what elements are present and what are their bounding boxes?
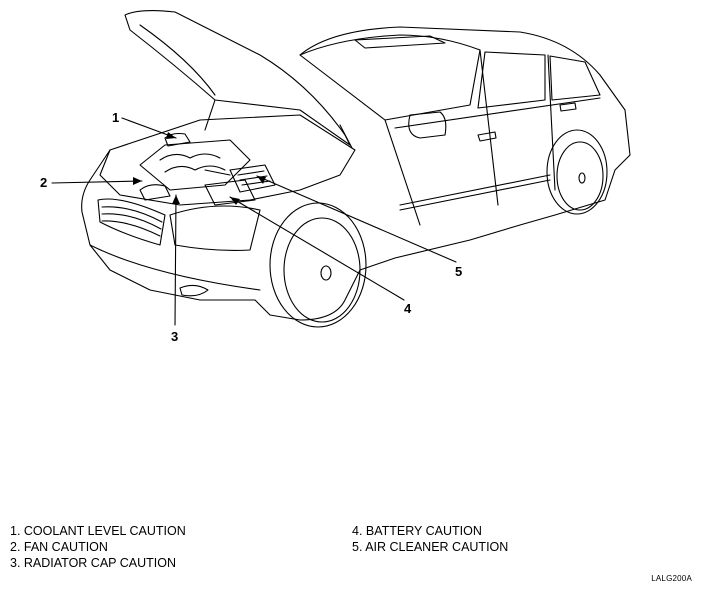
callout-3: 3 xyxy=(171,329,179,344)
front-side-window xyxy=(477,51,546,109)
legend-item-battery: 4. BATTERY CAUTION xyxy=(352,524,482,538)
leader-line-3 xyxy=(174,194,177,326)
arrowhead-2 xyxy=(133,177,142,185)
rear-wheel-hub xyxy=(578,172,586,184)
b-pillar xyxy=(479,49,499,206)
leader-line-5 xyxy=(256,175,457,263)
front-door-handle xyxy=(477,131,497,142)
battery xyxy=(204,179,256,206)
grille-bars xyxy=(101,206,163,237)
legend-item-fan: 2. FAN CAUTION xyxy=(10,540,108,554)
engine-ribs xyxy=(159,153,226,173)
side-mirror xyxy=(408,111,447,139)
air-cleaner-box xyxy=(229,164,276,193)
door-line-rear xyxy=(547,54,556,191)
legend-item-radiator-cap: 3. RADIATOR CAP CAUTION xyxy=(10,556,177,570)
callout-4: 4 xyxy=(404,301,412,316)
hood-strut xyxy=(339,124,353,149)
front-wheel-arch xyxy=(269,202,367,328)
front-bumper xyxy=(89,244,261,291)
leader-line-2 xyxy=(51,180,143,184)
arrowhead-3 xyxy=(172,195,180,204)
grille xyxy=(97,198,166,246)
hood-prop-rod xyxy=(204,99,216,131)
side-molding-lower xyxy=(399,179,551,211)
arrowhead-4 xyxy=(230,197,240,205)
front-wheel-tire xyxy=(283,217,361,323)
leader-line-4 xyxy=(229,196,405,301)
rear-wheel-arch xyxy=(546,129,608,215)
callout-1: 1 xyxy=(112,110,120,125)
windshield xyxy=(299,34,481,121)
beltline xyxy=(394,97,601,129)
rear-door-handle xyxy=(559,102,577,112)
engine-bay-outline xyxy=(99,114,356,206)
front-wheel-hub xyxy=(320,265,332,281)
leader-line-1 xyxy=(121,117,177,139)
sunroof xyxy=(354,35,446,49)
car-body-outline xyxy=(81,26,631,321)
callout-5: 5 xyxy=(455,264,463,279)
radiator-cap xyxy=(139,184,171,201)
hood-inner-edge xyxy=(139,24,216,96)
intake-hose xyxy=(204,169,231,176)
car-engine-bay-illustration xyxy=(51,9,631,328)
callout-2: 2 xyxy=(40,175,48,190)
fog-lamp xyxy=(179,284,209,297)
legend-item-air-cleaner: 5. AIR CLEANER CAUTION xyxy=(352,540,509,554)
side-molding xyxy=(399,174,551,206)
rear-side-window xyxy=(549,55,601,101)
reference-code: LALG200A xyxy=(651,574,692,583)
open-hood xyxy=(124,9,351,146)
headlamp xyxy=(169,205,261,251)
rear-wheel-tire xyxy=(556,141,604,211)
engine-cover xyxy=(139,139,251,191)
arrowhead-1 xyxy=(166,132,176,139)
legend-item-coolant-level: 1. COOLANT LEVEL CAUTION xyxy=(10,524,186,538)
arrowhead-5 xyxy=(257,176,266,184)
